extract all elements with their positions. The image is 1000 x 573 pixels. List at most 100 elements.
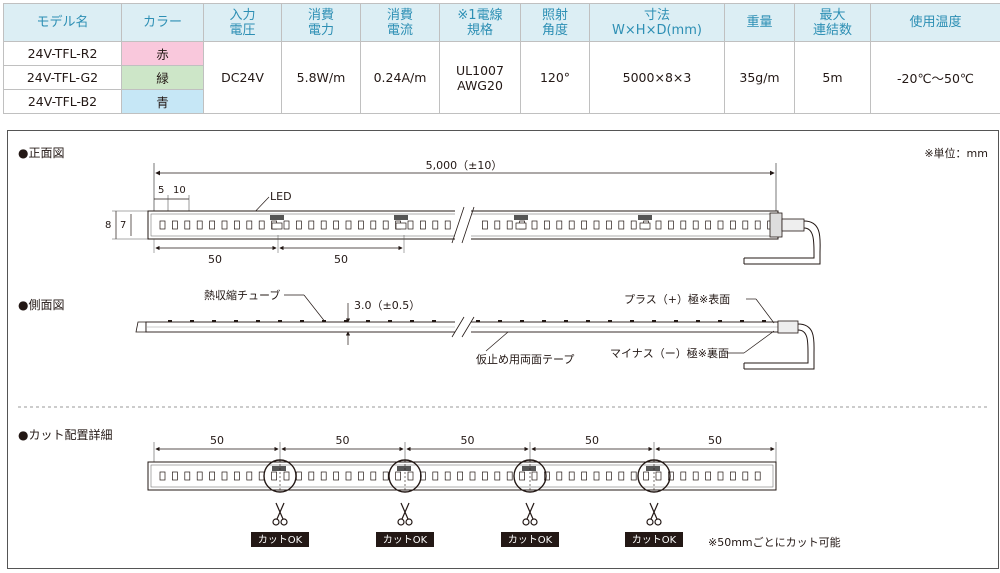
value-input-voltage: DC24V [203,41,282,114]
header-dimensions-1: 寸法 [643,7,670,23]
heat-shrink-label: 熱収縮チューブ [204,288,280,302]
side-led-bump [564,320,568,322]
cut-ok-label: カットOK [508,534,553,546]
side-break-line-1 [451,316,465,338]
scissors-handle [280,518,288,526]
side-led-bump [234,320,238,322]
led-chip [643,471,649,481]
value-max-connection: 5m [794,41,871,114]
led-chip [370,471,377,481]
cut-note: ※50mmごとにカット可能 [708,535,841,549]
led-chip [730,471,736,481]
led-chip [593,471,600,481]
value-dimensions: 5000×8×3 [589,41,725,114]
led-chip [234,220,240,230]
plus-leader [755,298,775,324]
plus-label: プラス（+）極※表面 [624,292,730,306]
led-chip [754,471,761,481]
side-led-bump [520,320,524,322]
led-chip [209,220,215,230]
front-connector [781,218,805,232]
led-label: LED [270,190,292,203]
led-chip [742,220,749,230]
cut-ok-label: カットOK [632,534,677,546]
length-label: 5,000（±10） [426,159,503,172]
led-chip [556,220,563,230]
led-chip [444,471,451,481]
led-chip [345,220,352,230]
tape-label: 仮止め用両面テープ [476,353,574,366]
value-temperature: -20℃～50℃ [870,41,1000,114]
header-wire-2: 規格 [466,22,493,38]
led-chip [432,471,439,481]
side-strip-cap-left [135,321,147,333]
side-led-bump [366,320,370,322]
cut-ok-label: カットOK [258,534,303,546]
cut-badge-row: カットOK カットOK カットOK カットOK [251,502,683,547]
led-chip [742,471,749,481]
scissors-handle [405,518,413,526]
cut-ok-badge [625,532,683,547]
side-view-title: ●側面図 [18,298,64,312]
side-led-bump [498,320,502,322]
led-chip [382,471,389,481]
led-chip [705,471,711,481]
minus-leader [743,330,775,354]
side-led-bump [256,320,260,322]
led-chip [320,220,327,230]
cut-pitch-label: 50 [210,434,224,447]
led-chip [407,471,414,481]
header-angle: 照射角度 [520,3,590,42]
cut-strip-inner [150,464,774,488]
scissors-blade [400,502,409,520]
side-wire-2 [744,329,809,364]
led-chip [482,471,488,481]
cut-led-row [159,471,761,481]
header-model: モデル名 [3,3,122,42]
drawing-box: ●正面図 ※単位：mm 5,000（±10） 5 10 LED 8 7 50 [7,130,999,569]
led-chip [544,471,550,481]
side-led-bump [740,320,744,322]
led-chip [692,220,699,230]
side-led-bump [586,320,590,322]
side-connector [777,320,799,334]
cut-point-pad [272,466,286,471]
led-chip [432,220,439,230]
side-led-bump [696,320,700,322]
value-angle: 120° [520,41,590,114]
header-power-1: 消費 [307,7,334,23]
color-blue: 青 [121,89,204,114]
scissors-handle [530,518,538,526]
cut-pitch-label: 50 [336,434,350,447]
header-dimensions-2: W×H×D(mm) [612,22,702,38]
led-chip [531,471,538,481]
scissors-handle [272,518,280,526]
header-temperature: 使用温度 [870,3,1000,42]
value-power: 5.8W/m [281,41,361,114]
led-chip [358,471,364,481]
header-max-connection: 最大連結数 [794,3,871,42]
header-current: 消費電流 [360,3,440,42]
led-chip [308,220,315,230]
cut-ok-label: カットOK [383,534,428,546]
front-view-title: ●正面図 [18,146,64,160]
header-weight: 重量 [724,3,795,42]
scissors-icon [272,502,288,526]
led-chip [358,220,364,230]
resistor-chip [271,222,283,230]
header-current-1: 消費 [386,7,413,23]
led-chip [221,220,228,230]
resistor-pad [394,215,408,220]
led-chip [593,220,600,230]
scissors-blade [649,502,658,520]
led-chip [668,471,674,481]
height-7-label: 7 [120,220,126,231]
side-led-bump [322,320,326,322]
led-chip [606,220,612,230]
led-chip [296,220,302,230]
side-led-bump [542,320,546,322]
led-chip [692,471,699,481]
led-chip [184,471,191,481]
